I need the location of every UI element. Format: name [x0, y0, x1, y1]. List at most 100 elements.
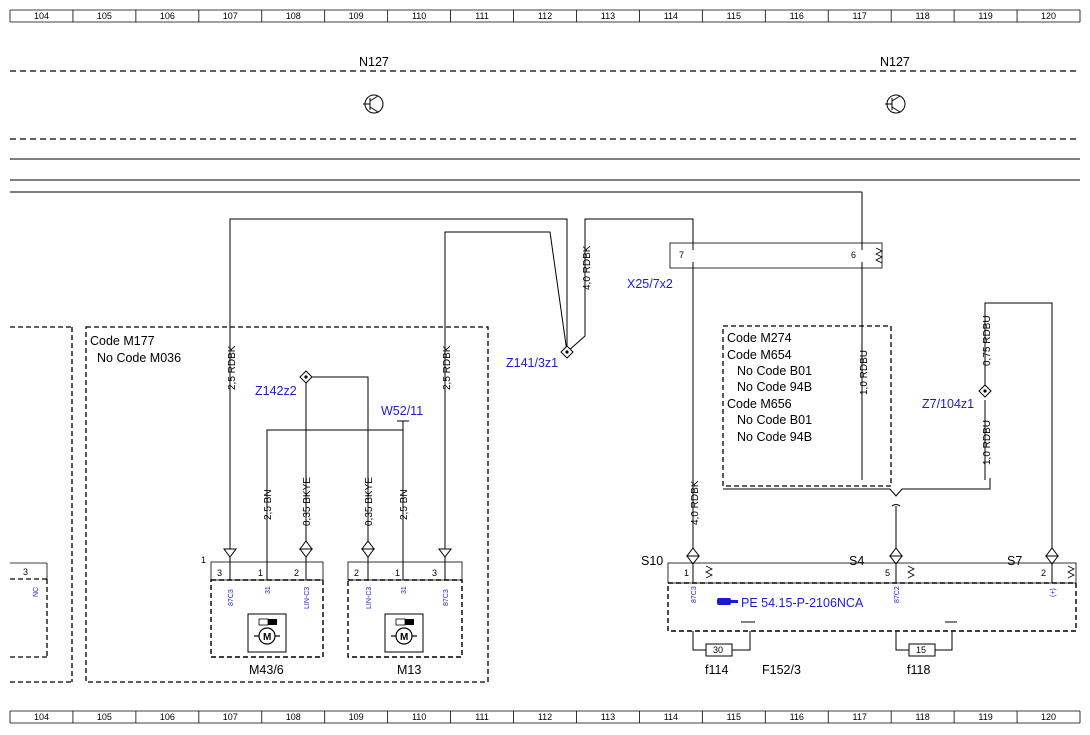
code-right-line: Code M654 [727, 348, 792, 362]
ruler-cell-label: 114 [664, 11, 678, 21]
ruler-cell-label: 118 [915, 11, 929, 21]
code-right-line: No Code B01 [737, 413, 812, 427]
fuse-rating: 15 [916, 645, 926, 655]
wire-label-9: 1,0 RDBU [859, 350, 870, 395]
connector-z142-label: Z142z2 [255, 384, 297, 398]
ruler-cell-label: 116 [790, 712, 804, 722]
x25-pin: 6 [851, 250, 856, 260]
ruler-cell-label: 107 [223, 712, 238, 722]
fuse-terminal-label: S4 [849, 554, 864, 568]
wire-label-1: 2,5 RDBK [227, 345, 238, 390]
code-right-line: No Code 94B [737, 380, 812, 394]
motor-left-signal: 87C3 [228, 589, 235, 606]
connector-x25 [669, 242, 883, 269]
code-left-subtitle: No Code M036 [97, 351, 181, 365]
fuse-terminal-label: S10 [641, 554, 663, 568]
fuse-terminal-pin: 5 [885, 568, 890, 578]
x25-pin: 7 [679, 250, 684, 260]
code-block-left [85, 326, 489, 683]
ruler-cell-label: 104 [34, 712, 49, 722]
code-block-right [722, 325, 892, 487]
wire-label-7: 2,5 BN [399, 489, 410, 520]
fuse-box-f152 [667, 582, 1077, 632]
motor-right-signal: 31 [401, 586, 408, 594]
ruler-cell-label: 105 [97, 11, 112, 21]
motor-left-signal: LIN-C3 [304, 587, 311, 609]
ruler-cell-label: 120 [1041, 712, 1056, 722]
fuse-terminal-pin: 1 [684, 568, 689, 578]
fuse-f118: 15 [895, 621, 957, 657]
transistor-icon [885, 94, 906, 114]
fuse-rating: 30 [713, 645, 723, 655]
fuse-terminal-signal: 87C2 [894, 586, 901, 603]
motor-right-name: M13 [397, 663, 421, 677]
ruler-cell-label: 114 [664, 712, 678, 722]
ruler-cell-label: 119 [978, 712, 992, 722]
fuse-box-reference: PE 54.15-P-2106NCA [741, 596, 864, 610]
left-block-signal: NC [33, 587, 40, 597]
ruler-cell-label: 107 [223, 11, 238, 21]
fuse-name: f114 [705, 663, 728, 677]
wire-label-8: 4,0 RDBK [690, 480, 701, 525]
wire-label-11: 1,0 RDBU [982, 420, 993, 465]
ruler-cell-label: 110 [412, 712, 426, 722]
ruler-cell-label: 113 [601, 712, 615, 722]
wire-label-3: 2,5 RDBK [442, 345, 453, 390]
ruler-cell-label: 111 [475, 712, 489, 722]
code-right-line: Code M656 [727, 397, 792, 411]
motor-right-pin: 1 [395, 568, 400, 578]
ruler-cell-label: 118 [915, 712, 929, 722]
ruler-cell-label: 111 [475, 11, 489, 21]
ruler-cell-label: 119 [978, 11, 992, 21]
connector-z141-label: Z141/3z1 [506, 356, 558, 370]
motor-right-pin: 2 [354, 568, 359, 578]
code-right-line: Code M274 [727, 331, 792, 345]
fuse-box-name: F152/3 [762, 663, 801, 677]
wire-label-10: 0,75 RDBU [982, 315, 993, 366]
motor-icon: M [247, 613, 287, 653]
ruler-cell-label: 109 [349, 11, 364, 21]
ruler-cell-label: 108 [286, 712, 301, 722]
motor-left-pin: 2 [294, 568, 299, 578]
ruler-cell-label: 106 [160, 11, 175, 21]
ruler-cell-label: 117 [853, 11, 867, 21]
fuse-terminal-pin: 2 [1041, 568, 1046, 578]
fuse-f114: 30 [692, 621, 755, 657]
left-block-pin: 3 [23, 567, 28, 577]
wire-label-6: 0,35 BKYE [364, 477, 375, 526]
motor-left-pin: 3 [217, 568, 222, 578]
ruler-cell-label: 116 [790, 11, 804, 21]
ruler-cell-label: 117 [853, 712, 867, 722]
ruler-cell-label: 105 [97, 712, 112, 722]
transistor-icon [363, 94, 384, 114]
motor-left-name: M43/6 [249, 663, 284, 677]
wire-label-5: 0,35 BKYE [302, 477, 313, 526]
wire-label-4: 2,5 BN [263, 489, 274, 520]
ruler-cell-label: 112 [538, 712, 552, 722]
motor-m13 [347, 579, 463, 658]
ruler-cell-label: 113 [601, 11, 615, 21]
svg-text:M: M [263, 632, 271, 643]
ruler-cell-label: 109 [349, 712, 364, 722]
ruler-cell-label: 120 [1041, 11, 1056, 21]
code-left-title: Code M177 [90, 334, 155, 348]
ruler-cell-label: 112 [538, 11, 552, 21]
wire-label-2: 4,0 RDBK [582, 245, 593, 290]
motor-left-corner-pin: 1 [201, 555, 206, 565]
fuse-terminal-label: S7 [1007, 554, 1022, 568]
connector-x25-label: X25/7x2 [627, 277, 673, 291]
ruler-cell-label: 106 [160, 712, 175, 722]
motor-right-pin: 3 [432, 568, 437, 578]
control-unit-label-1: N127 [359, 55, 389, 69]
ruler-cell-label: 108 [286, 11, 301, 21]
connector-z7-label: Z7/104z1 [922, 397, 974, 411]
motor-icon: M [384, 613, 424, 653]
motor-right-signal: 87C3 [443, 589, 450, 606]
connector-w52-label: W52/11 [381, 404, 423, 418]
motor-left-signal: 31 [265, 586, 272, 594]
svg-text:M: M [400, 632, 408, 643]
motor-left-pin: 1 [258, 568, 263, 578]
